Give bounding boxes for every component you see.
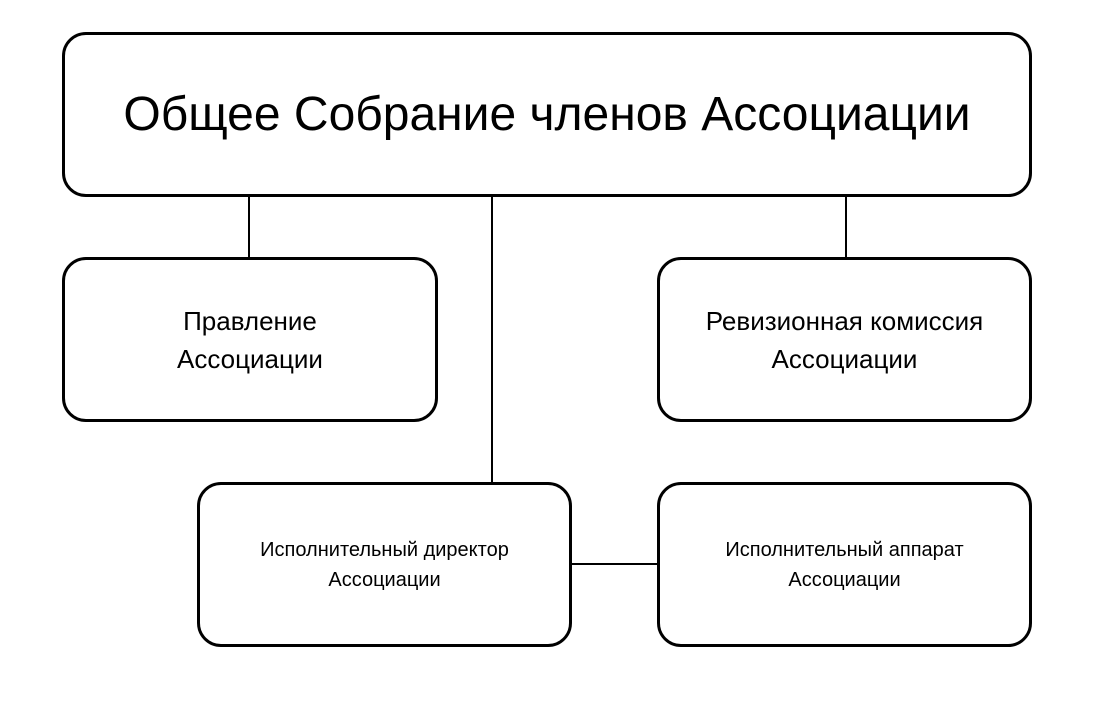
node-board: Правление Ассоциации bbox=[62, 257, 438, 422]
node-executive-director: Исполнительный директор Ассоциации bbox=[197, 482, 572, 647]
connector bbox=[491, 194, 493, 484]
node-audit-commission: Ревизионная комиссия Ассоциации bbox=[657, 257, 1032, 422]
connector bbox=[845, 194, 847, 258]
connector bbox=[248, 194, 250, 258]
connector bbox=[570, 563, 659, 565]
node-executive-staff: Исполнительный аппарат Ассоциации bbox=[657, 482, 1032, 647]
node-general-meeting: Общее Собрание членов Ассоциации bbox=[62, 32, 1032, 197]
